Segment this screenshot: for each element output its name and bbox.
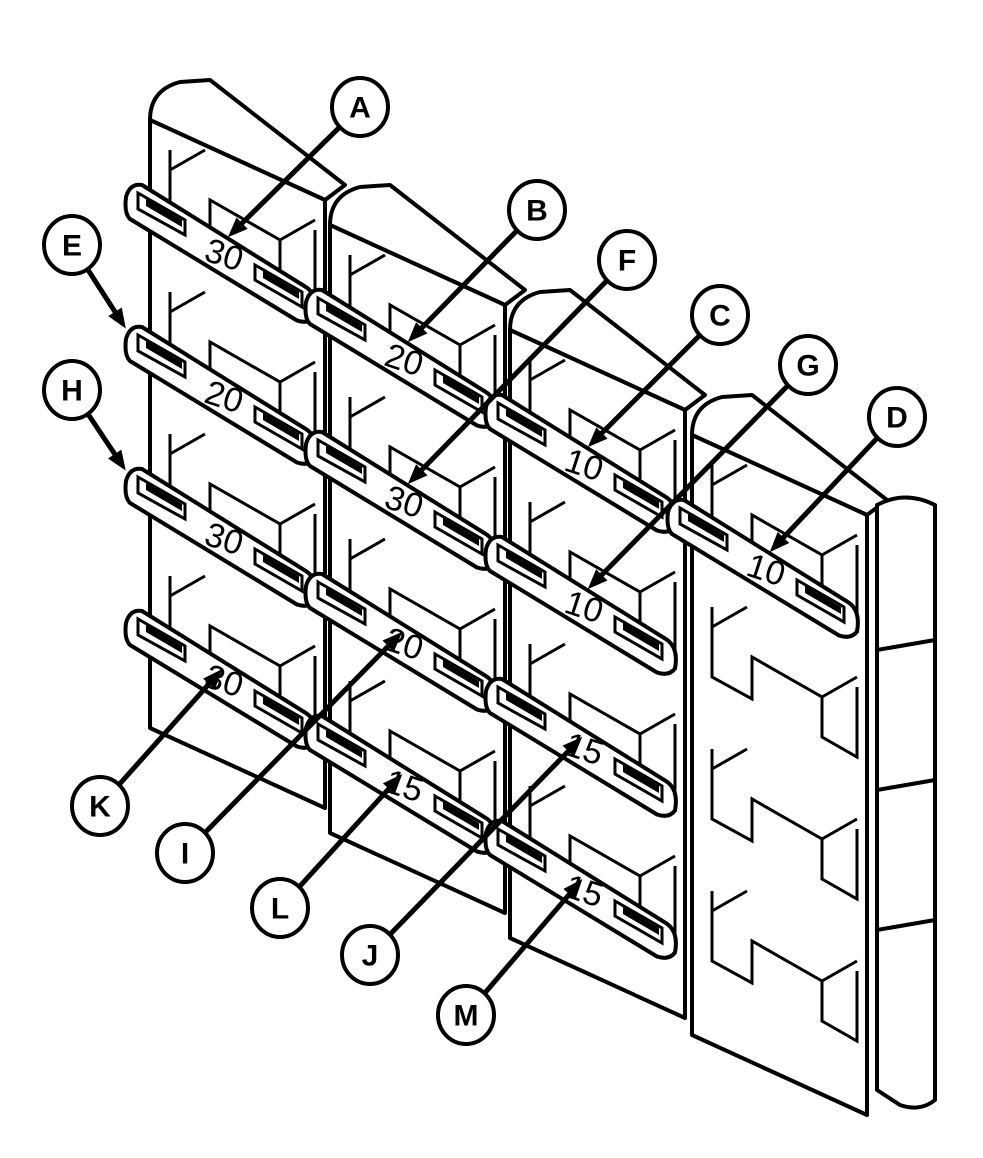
callout-k: K [70, 668, 223, 837]
callout-letter: C [709, 300, 731, 333]
callout-letter: L [271, 893, 289, 926]
fuse-m[interactable]: 15 [483, 818, 678, 960]
callout-a: A [227, 76, 390, 238]
leader-line [777, 437, 879, 544]
leader-line [415, 229, 518, 334]
callout-g: G [587, 334, 838, 590]
callout-group: A B F C G D E H K I L J M [42, 76, 927, 1046]
callout-letter: J [362, 940, 379, 973]
leader-line [118, 677, 215, 786]
arrowhead-icon [382, 773, 403, 795]
callout-letter: D [886, 402, 908, 435]
callout-d: D [769, 386, 927, 553]
callout-letter: H [61, 375, 83, 408]
arrowhead-icon [108, 307, 126, 329]
leader-line [204, 640, 395, 834]
callout-e: E [42, 214, 126, 329]
callout-h: H [42, 359, 126, 471]
callout-letter: F [618, 245, 636, 278]
callout-letter: G [796, 350, 819, 383]
leader-line [86, 268, 121, 319]
leader-line [236, 126, 341, 230]
callout-l: L [250, 773, 403, 939]
leader-line [389, 745, 575, 936]
callout-j: J [340, 736, 583, 986]
callout-f: F [407, 229, 657, 485]
housing-end-cap [875, 495, 937, 1110]
arrowhead-icon [407, 322, 428, 343]
callout-letter: K [89, 791, 111, 824]
arrowhead-icon [203, 668, 223, 690]
fuse-f[interactable]: 30 [303, 429, 498, 571]
leader-line [595, 334, 701, 440]
housing-column-4 [690, 393, 889, 1117]
callout-letter: I [181, 838, 189, 871]
callout-letter: A [349, 92, 371, 125]
arrowhead-icon [227, 217, 248, 238]
fuse-b[interactable]: 20 [303, 287, 498, 429]
callout-letter: E [62, 230, 82, 263]
callout-letter: M [454, 1000, 479, 1033]
arrowhead-icon [563, 879, 583, 900]
leader-line [483, 888, 576, 994]
arrowhead-icon [587, 427, 608, 448]
arrowhead-icon [108, 449, 126, 471]
callout-b: B [407, 179, 567, 343]
callout-letter: B [526, 195, 548, 228]
callout-i: I [155, 631, 403, 884]
arrowhead-icon [769, 532, 790, 553]
arrowhead-icon [407, 464, 428, 485]
leader-line [86, 413, 121, 461]
arrowhead-icon [382, 631, 403, 652]
fuse-g[interactable]: 10 [483, 534, 678, 676]
fuse-a[interactable]: 30 [123, 182, 318, 324]
arrowhead-icon [562, 736, 583, 757]
leader-line [595, 384, 789, 581]
leader-line [298, 782, 395, 888]
leader-line [415, 279, 608, 476]
arrowhead-icon [587, 569, 608, 590]
callout-c: C [587, 284, 750, 448]
callout-m: M [436, 879, 583, 1046]
